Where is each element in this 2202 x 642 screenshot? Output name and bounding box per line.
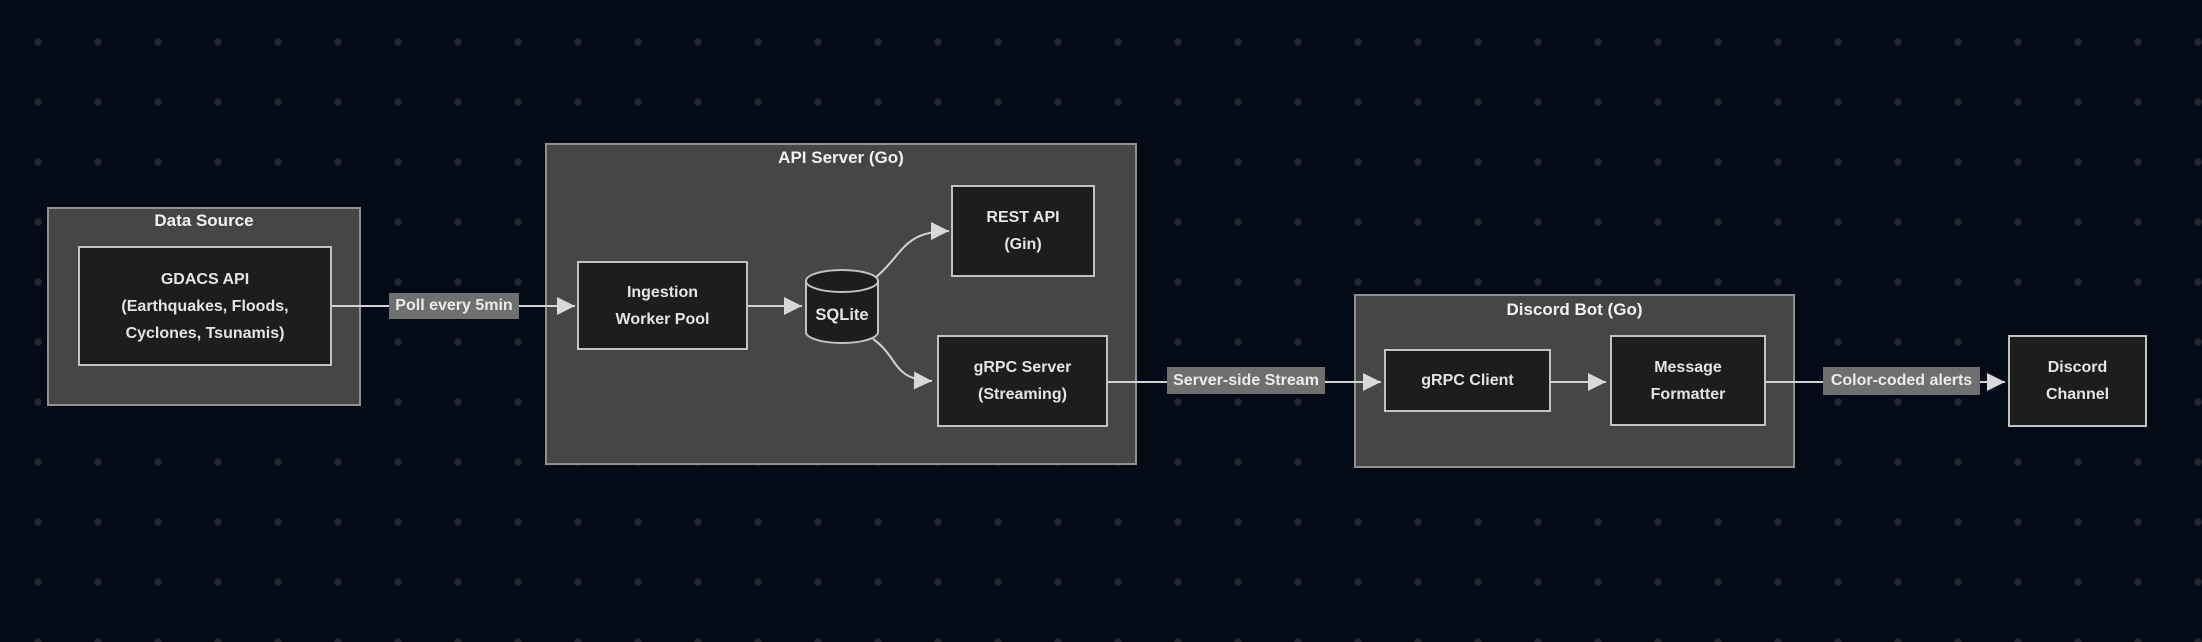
group-title-api-server: API Server (Go): [778, 148, 904, 167]
edge-label-poll: Poll every 5min: [389, 293, 519, 319]
node-grpc-server: gRPC Server (Streaming): [937, 335, 1108, 427]
group-title-discord-bot: Discord Bot (Go): [1506, 300, 1643, 319]
node-gdacs-api: GDACS API (Earthquakes, Floods, Cyclones…: [78, 246, 332, 366]
group-title-data-source: Data Source: [154, 211, 254, 230]
node-grpc-client: gRPC Client: [1384, 349, 1551, 412]
edge-sqlite-to-grpc-curve: [872, 338, 933, 390]
database-cylinder-icon: [805, 269, 879, 344]
node-message-formatter: Message Formatter: [1610, 335, 1766, 426]
edge-label-alerts: Color-coded alerts: [1823, 367, 1980, 395]
edge-sqlite-to-rest-curve: [874, 222, 950, 279]
node-sqlite-label: SQLite: [815, 305, 869, 324]
node-rest-api: REST API (Gin): [951, 185, 1095, 277]
node-discord-channel: Discord Channel: [2008, 335, 2147, 427]
edge-label-stream: Server-side Stream: [1167, 367, 1325, 394]
node-ingestion-worker-pool: Ingestion Worker Pool: [577, 261, 748, 350]
